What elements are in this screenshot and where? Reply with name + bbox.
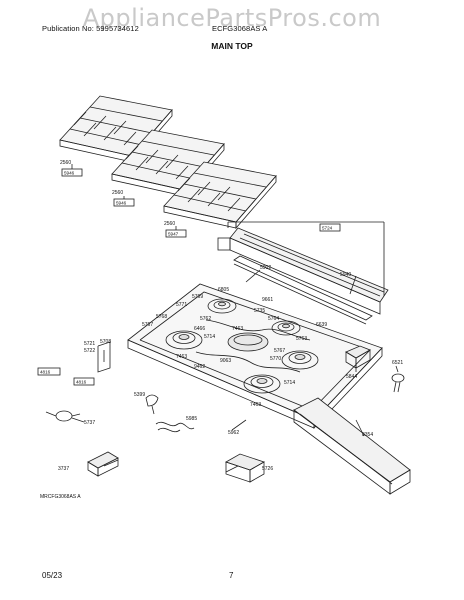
front-bracket [225,453,265,483]
watermark: AppliancePartsPros.com [82,4,382,32]
part-label: 4816 [40,370,51,375]
part-label: 5947 [168,232,179,237]
burner-center-front [243,374,281,394]
grate-3 [163,161,277,230]
part-label: 5844 [346,374,357,380]
part-label: 5962 [228,430,239,436]
footer-page-number: 7 [229,571,234,580]
part-label: 5940 [340,272,351,278]
wire-clip [145,394,159,415]
label-box-5724 [319,223,341,232]
part-label: 5726 [262,466,273,472]
burner-right-rear [271,320,301,336]
wire-bundle [155,421,195,433]
part-label: 5763 [296,336,307,342]
page-title: MAIN TOP [211,41,253,51]
part-label: 6639 [316,322,327,328]
part-label: 5771 [176,302,187,308]
leader-5724 [227,221,385,296]
part-label: 6805 [218,287,229,293]
publication-number: Publication No: 5995734612 [42,24,139,33]
part-label: 2560 [60,160,71,166]
part-label: 5735 [254,308,265,314]
part-label: 5946 [64,171,75,176]
part-label: 7463 [232,326,243,332]
burner-right-front [281,350,319,370]
part-label: 5762 [200,316,211,322]
burner-left-rear [207,298,237,314]
part-label: 5737 [84,420,95,426]
part-label: 6466 [194,326,205,332]
label-box-4816a [37,367,61,376]
part-label: 7463 [250,402,261,408]
burner-center-griddle [227,332,269,352]
part-label: 5724 [322,226,333,231]
part-label: 5770 [270,356,281,362]
part-label: 9661 [262,297,273,303]
part-label: 3737 [58,466,69,472]
screw [391,373,405,393]
part-label: 6521 [392,360,403,366]
part-label: 5722 [84,348,95,354]
burner-left-front [165,330,203,350]
part-label: 9063 [220,358,231,364]
model-number: ECFG3068AS A [212,24,268,33]
part-label: 4816 [76,380,87,385]
part-label: 5714 [204,334,215,340]
diagram-code: MRCFG3068AS A [40,494,81,500]
footer-date: 05/23 [42,571,63,580]
part-label: 5767 [274,348,285,354]
part-label: 7463 [176,354,187,360]
part-label: 2560 [112,190,123,196]
part-label: 5767 [142,322,153,328]
backguard-panel [217,227,389,315]
part-label: 5985 [186,416,197,422]
label-box-4816b [73,377,95,386]
part-label: 5768 [156,314,167,320]
part-label: 5946 [116,201,127,206]
part-label: 5708 [100,339,111,345]
part-label: 9462 [194,364,205,370]
part-label: 8354 [362,432,373,438]
trim-strip [233,255,373,325]
part-label: 5902 [260,265,271,271]
part-label: 5764 [268,316,279,322]
part-label: 5714 [284,380,295,386]
left-mounting-bracket [97,341,111,373]
manifold-cover [293,397,411,495]
part-labels: 2560 5946 2560 5946 2560 5947 5724 5940 … [40,160,403,500]
switch-bracket [87,451,119,477]
part-label: 2560 [164,221,175,227]
part-label: 5721 [84,341,95,347]
wiring-harness [195,319,311,373]
part-label: 5769 [192,294,203,300]
part-label: 5399 [134,392,145,398]
valve-connector [45,410,81,422]
